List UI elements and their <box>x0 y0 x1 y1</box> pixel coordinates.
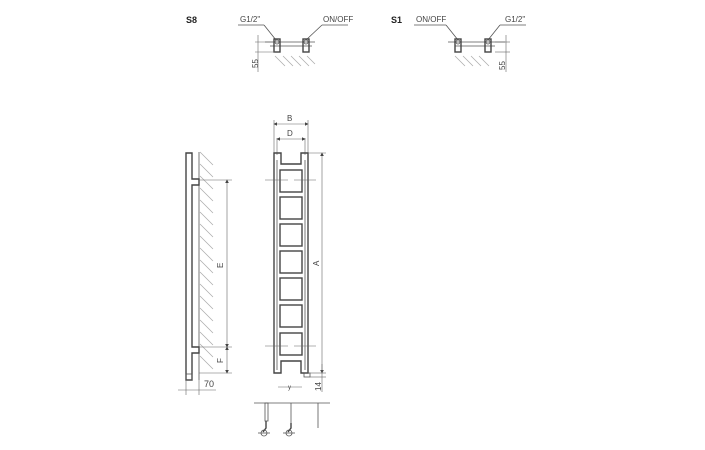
dim-a-label: A <box>312 260 321 266</box>
dim-b-label: B <box>287 114 292 123</box>
side-view: E F 70 <box>178 151 232 395</box>
front-view: B D A 14 y <box>265 114 326 392</box>
variant-s8-detail: S8 G1/2" ON/OFF 55 <box>186 15 353 72</box>
s8-height-dim: 55 <box>251 59 260 68</box>
s8-left-label: G1/2" <box>240 15 260 24</box>
variant-s8-code: S8 <box>186 15 197 25</box>
dim-spacing-label: y <box>288 385 291 391</box>
dim-bottom-label: 14 <box>314 382 323 391</box>
s8-right-label: ON/OFF <box>323 15 353 24</box>
s1-height-dim: 55 <box>498 61 507 70</box>
dim-d-label: D <box>287 129 293 138</box>
dim-depth-label: 70 <box>204 379 214 389</box>
dim-e-label: E <box>216 263 225 268</box>
valve-details <box>254 402 330 437</box>
s1-left-label: ON/OFF <box>416 15 446 24</box>
s1-right-label: G1/2" <box>505 15 525 24</box>
variant-s1-code: S1 <box>391 15 402 25</box>
variant-s1-detail: S1 ON/OFF G1/2" 55 <box>391 15 526 72</box>
dim-f-label: F <box>216 358 225 363</box>
